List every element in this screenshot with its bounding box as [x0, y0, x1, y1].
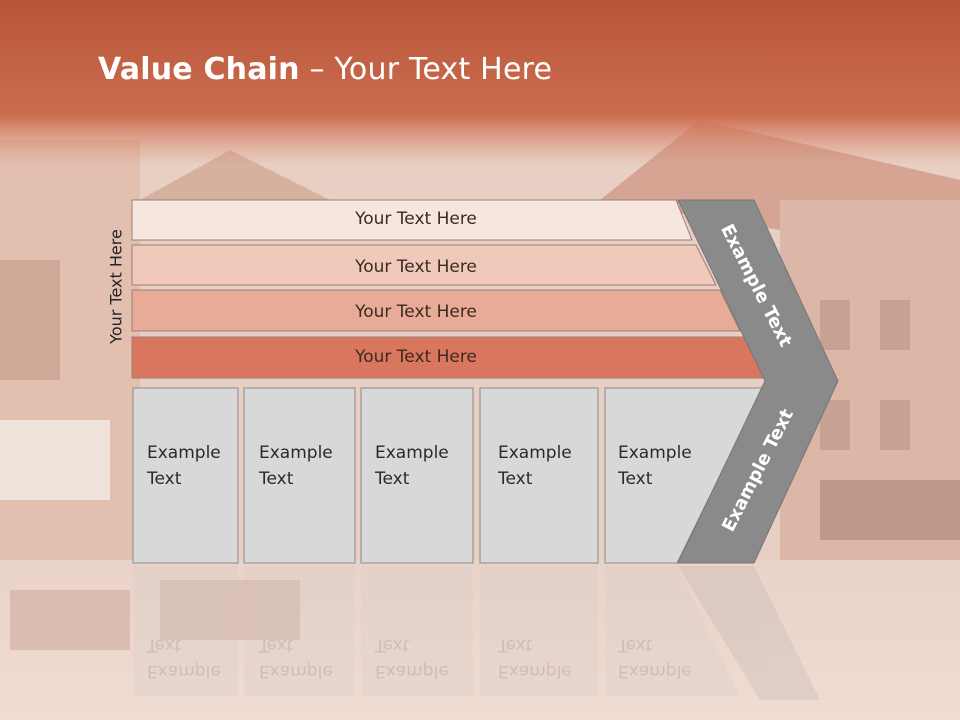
- activity-label-line2: Text: [618, 469, 653, 489]
- activity-label-3: Example Text: [375, 440, 449, 492]
- reflection-line1: Example: [259, 661, 333, 681]
- activity-label-1: Example Text: [147, 440, 221, 492]
- reflection-line1: Example: [618, 661, 692, 681]
- chevron-arrow: [677, 199, 839, 564]
- reflection-chevron: [678, 566, 820, 700]
- band-label-1: Your Text Here: [355, 209, 477, 229]
- band-1: [131, 199, 693, 241]
- band-2: [131, 244, 717, 286]
- activity-label-line2: Text: [375, 469, 410, 489]
- reflection-line2: Text: [147, 635, 182, 655]
- activity-label-line1: Example: [618, 443, 692, 463]
- activity-box-1: [132, 387, 239, 564]
- activity-reflection-4: Example Text: [498, 632, 572, 684]
- activity-label-line2: Text: [498, 469, 533, 489]
- reflection-box: [133, 566, 238, 696]
- band-label-2: Your Text Here: [355, 257, 477, 277]
- activity-box-3: [360, 387, 474, 564]
- reflection-line2: Text: [259, 635, 294, 655]
- activity-label-2: Example Text: [259, 440, 333, 492]
- reflection-box: [605, 566, 740, 696]
- slide-title: Value Chain – Your Text Here: [98, 52, 552, 87]
- reflection-line2: Text: [498, 635, 533, 655]
- activity-label-5: Example Text: [618, 440, 692, 492]
- band-3: [131, 289, 741, 332]
- activity-box-4: [479, 387, 599, 564]
- activity-reflection-2: Example Text: [259, 632, 333, 684]
- title-rest: – Your Text Here: [299, 52, 553, 87]
- activity-label-line2: Text: [147, 469, 182, 489]
- activity-reflection-1: Example Text: [147, 632, 221, 684]
- activity-label-4: Example Text: [498, 440, 572, 492]
- activity-label-line1: Example: [259, 443, 333, 463]
- activity-label-line1: Example: [375, 443, 449, 463]
- activity-label-line1: Example: [498, 443, 572, 463]
- reflection-line1: Example: [147, 661, 221, 681]
- activity-label-line2: Text: [259, 469, 294, 489]
- reflection-box: [244, 566, 355, 696]
- activity-reflection-3: Example Text: [375, 632, 449, 684]
- reflection-line1: Example: [375, 661, 449, 681]
- activity-box-5: [604, 387, 764, 564]
- reflection-box: [361, 566, 473, 696]
- boxes-reflection: [133, 566, 820, 700]
- activity-box-2: [243, 387, 356, 564]
- activity-label-line1: Example: [147, 443, 221, 463]
- reflection-line2: Text: [618, 635, 653, 655]
- band-label-4: Your Text Here: [355, 347, 477, 367]
- activity-reflection-5: Example Text: [618, 632, 692, 684]
- reflection-line1: Example: [498, 661, 572, 681]
- side-label: Your Text Here: [106, 229, 126, 344]
- reflection-box: [480, 566, 598, 696]
- reflection-line2: Text: [375, 635, 410, 655]
- title-bold: Value Chain: [98, 52, 300, 87]
- band-label-3: Your Text Here: [355, 302, 477, 322]
